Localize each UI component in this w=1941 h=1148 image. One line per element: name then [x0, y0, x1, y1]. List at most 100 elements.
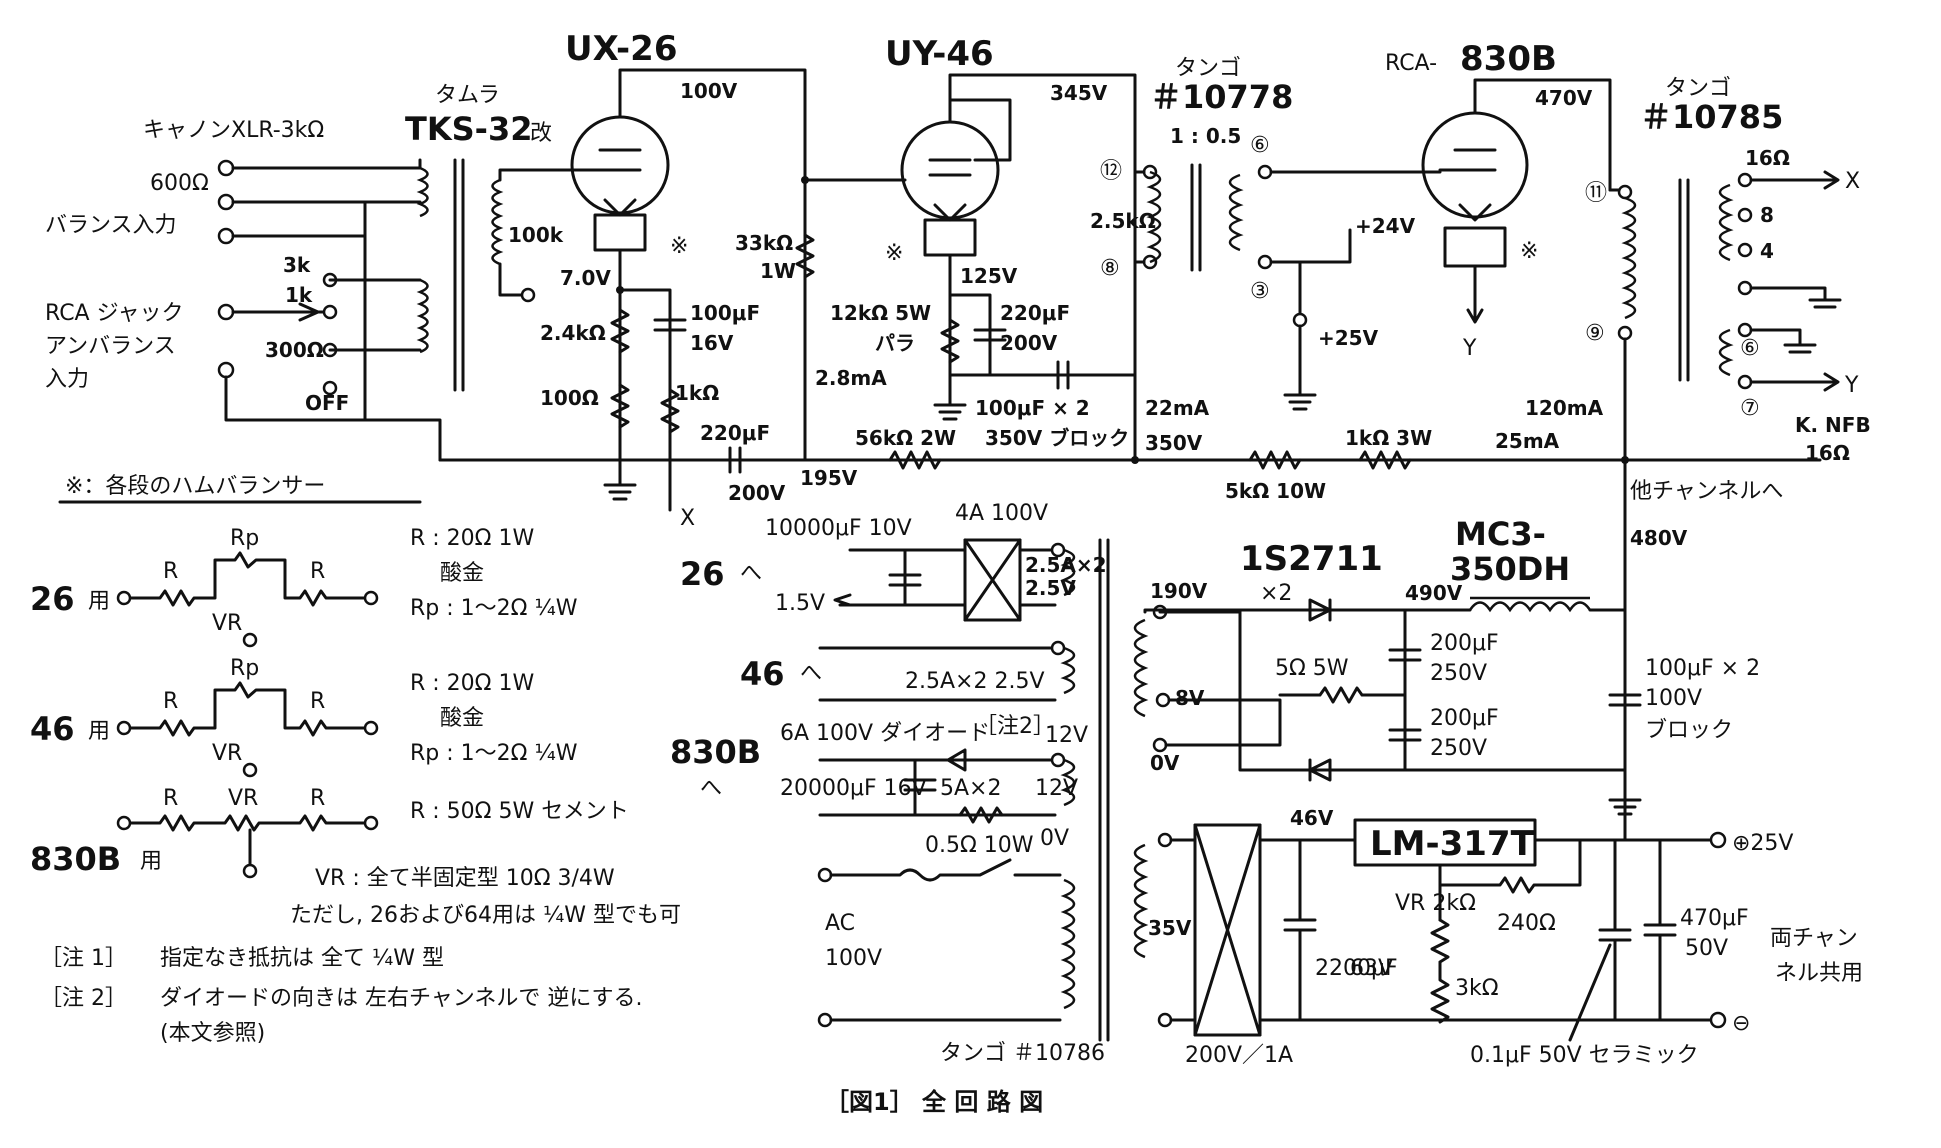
- r100k-label: 100k: [508, 223, 564, 247]
- pin6-term: [1257, 164, 1273, 180]
- r24k-label: 2.4kΩ: [540, 321, 606, 345]
- to46-label: 46: [740, 655, 785, 693]
- ohm600-label: 600Ω: [150, 171, 209, 196]
- ux26-label: UX-26: [565, 29, 677, 69]
- heater830-term: [1050, 752, 1066, 768]
- ux26-hum-box: [593, 213, 647, 252]
- v0-label: 0V: [1040, 826, 1069, 851]
- out-model: ＃10785: [1640, 98, 1783, 136]
- note2-ref: (本文参照): [160, 1021, 265, 1046]
- to830-he: へ: [700, 776, 722, 801]
- primary-coil: [416, 166, 429, 354]
- pin12: ⑫: [1100, 159, 1122, 184]
- tango1-ratio: 1 : 0.5: [1170, 124, 1241, 148]
- r12k-label: 12kΩ 5W: [830, 301, 931, 325]
- tap-3k-label: 3k: [283, 253, 311, 277]
- c20000-cap: [903, 778, 937, 792]
- v12b-label: 12V: [1035, 776, 1078, 801]
- hum-26-vr: VR: [212, 611, 242, 636]
- cer-label: 0.1μF 50V セラミック: [1470, 1043, 1699, 1068]
- c100u-label: 100μF: [690, 301, 760, 325]
- nfb7-term: [1737, 374, 1753, 390]
- other-ch-label: 他チャンネルへ: [1630, 479, 1783, 504]
- ground-4: [1608, 768, 1642, 816]
- hum-830-t3: [242, 863, 258, 879]
- is-secondary: [1228, 173, 1244, 252]
- terminal-xlr-3: [217, 227, 235, 245]
- hv-wires: [1143, 608, 1332, 772]
- hum-830-r2: R: [310, 786, 325, 811]
- hv-rectifier: 1S2711 ×2 490V MC3- 350DH 200μF 250V 200…: [1240, 515, 1760, 782]
- out-pin9: ⑨: [1585, 321, 1605, 346]
- pt-hv-secondary: [1133, 618, 1149, 718]
- hum-46-t3: [242, 762, 258, 778]
- out-y: Y: [1844, 373, 1859, 398]
- pt-primary: [1060, 878, 1076, 1010]
- c220u-2-label: 220μF: [1000, 301, 1070, 325]
- hum-26-r2: R: [310, 559, 325, 584]
- out-x: X: [1845, 169, 1860, 194]
- c470-label: 470μF: [1680, 906, 1749, 931]
- bplus-rail: 5kΩ 10W 1kΩ 3W 他チャンネルへ 480V: [438, 373, 1822, 842]
- note2-text: ダイオードの向きは 左右チャンネルで 逆にする.: [160, 986, 643, 1011]
- note2-ref-label: ［注2］: [975, 714, 1055, 739]
- ac-term-1: [817, 867, 833, 883]
- to46-he: へ: [800, 661, 822, 686]
- v24-label: +24V: [1355, 214, 1416, 238]
- c63-label: 63V: [1350, 956, 1393, 981]
- input-arrow: [298, 302, 320, 322]
- out-secondary: [1718, 183, 1734, 377]
- hum-26-t3: [242, 632, 258, 648]
- hum-balancer-legend: ※：各段のハムバランサー 26 用 46 用 830B 用 Rp R R VR …: [30, 474, 681, 928]
- lv-term-1: [1157, 832, 1173, 848]
- f25v-label: 2.5V: [1025, 576, 1076, 600]
- hum-830-network: [128, 814, 367, 867]
- o16-label: 16Ω: [1745, 146, 1790, 170]
- pin11-term: [1617, 184, 1633, 200]
- c200v-label: 200V: [728, 481, 786, 505]
- ground-6: [1783, 343, 1817, 354]
- tamura-maker: タムラ: [435, 83, 500, 108]
- hum-d2b: 酸金: [440, 706, 484, 731]
- hum-26-yo: 用: [88, 589, 110, 614]
- tap-1k: [322, 304, 338, 320]
- para-label: パラ: [875, 331, 915, 355]
- lm317t-box: [1353, 818, 1537, 867]
- hum-d1a: R : 20Ω 1W: [410, 526, 534, 551]
- ground-1: [603, 458, 637, 501]
- r56k-label: 56kΩ 2W: [855, 426, 956, 450]
- hum-830-yo: 用: [140, 849, 162, 874]
- v7-label: 7.0V: [560, 266, 611, 290]
- input-transformer: タムラ TKS-32 改 100k: [405, 83, 564, 392]
- interstage-transformer: タンゴ ＃10778 1 : 0.5 ⑫ ⑥ 2.5kΩ ⑧ ③ +24V +2…: [1090, 56, 1442, 352]
- 1s2711-x2: ×2: [1260, 581, 1292, 606]
- r24k-resistor: [610, 308, 630, 354]
- cer-pointer: [1568, 943, 1612, 1042]
- out-pin11: ⑪: [1585, 181, 1607, 206]
- r12k-resistor: [940, 318, 960, 364]
- v8-term: [1155, 692, 1171, 708]
- v100-label: 100V: [680, 79, 738, 103]
- c250b-label: 250V: [1430, 736, 1487, 761]
- output-transformer: タンゴ ＃10785 ⑪ ⑨ 16Ω 8 4 ⑥ ⑦ X Y K. NFB 16…: [1495, 76, 1871, 465]
- both1-label: 両チャン: [1770, 926, 1858, 951]
- ac-label: AC: [825, 911, 855, 936]
- v190-label: 190V: [1150, 579, 1208, 603]
- vr2k-label: VR 2kΩ: [1395, 891, 1476, 916]
- 1s2711-label: 1S2711: [1240, 539, 1383, 579]
- hum-mark-3: ※: [1520, 239, 1538, 264]
- r33k-label: 33kΩ: [735, 231, 793, 255]
- lm-wires: [1438, 838, 1712, 922]
- hum-26-t1: [116, 590, 132, 606]
- lm317t-label: LM-317T: [1370, 824, 1535, 864]
- r1k-resistor: [660, 388, 680, 512]
- c2200-label: 2200μF: [1315, 956, 1398, 981]
- out-primary: [1621, 196, 1637, 320]
- hum-830-vr: VR: [228, 786, 258, 811]
- hum-46-r2: R: [310, 689, 325, 714]
- r33k-resistor: [795, 233, 815, 279]
- v470-label: 470V: [1535, 86, 1593, 110]
- pt-lv-secondary: [1133, 843, 1149, 959]
- v350-label: 350V: [1145, 431, 1203, 455]
- o8-label: 8: [1760, 203, 1774, 227]
